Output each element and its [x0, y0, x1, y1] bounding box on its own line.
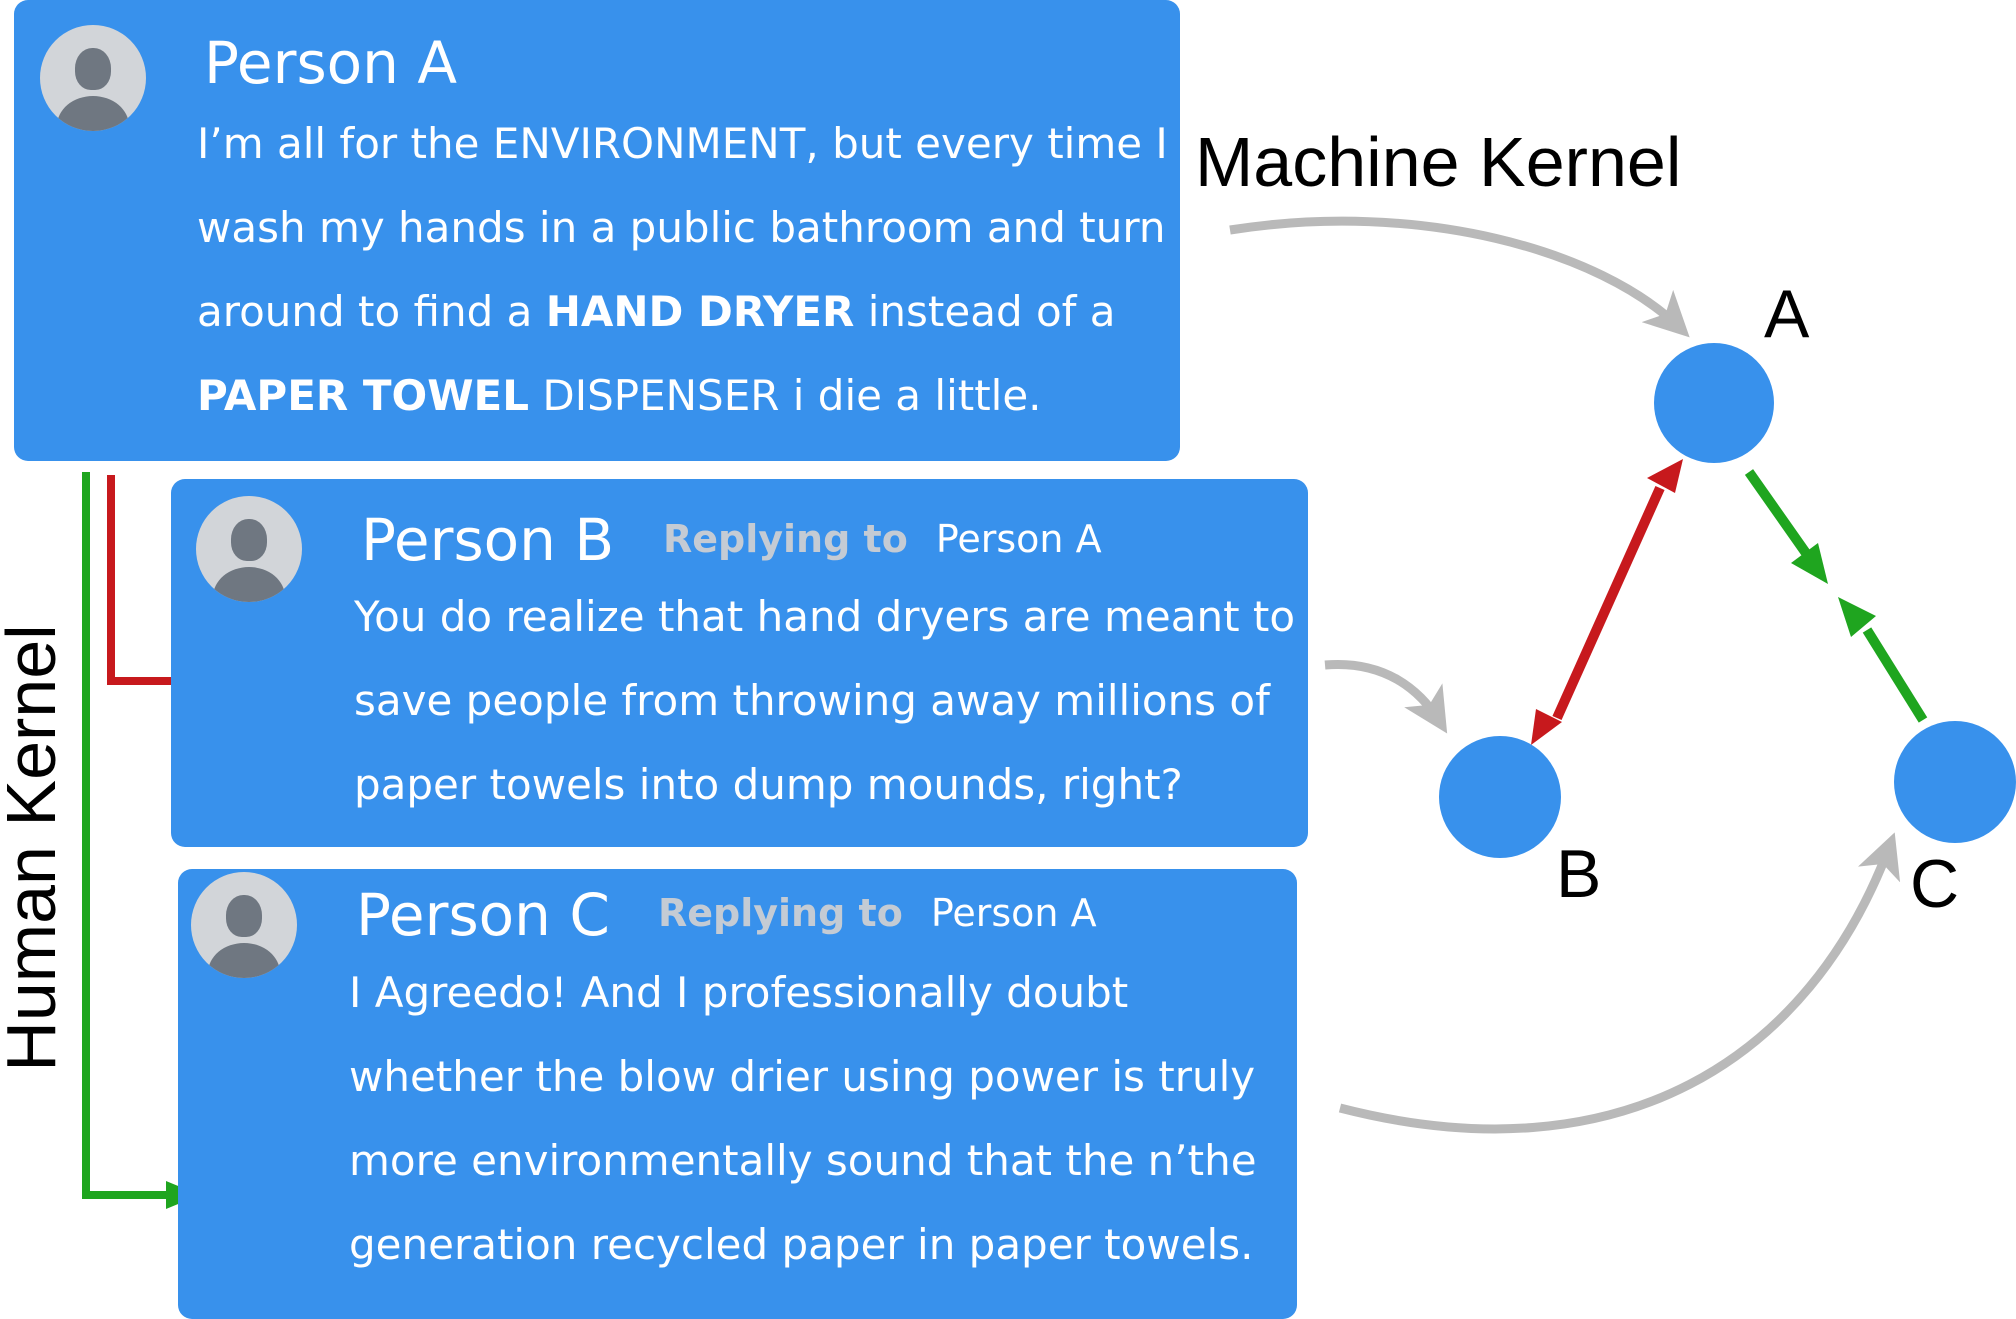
machine-kernel-label: Machine Kernel	[1195, 123, 1682, 201]
post-line: paper towels into dump mounds, right?	[354, 760, 1183, 809]
human-kernel-green-arrow	[82, 472, 175, 1199]
post-line: save people from throwing away millions …	[354, 676, 1270, 725]
machine-kernel-arrow-c	[1338, 832, 1901, 1134]
post-line: I’m all for the ENVIRONMENT, but every t…	[197, 119, 1168, 168]
replying-to-target: Person A	[935, 517, 1102, 561]
replying-to-target: Person A	[930, 891, 1097, 935]
edge-a-c-arrowhead-1	[1791, 543, 1828, 584]
post-author-name: Person C	[356, 881, 610, 949]
post-line: more environmentally sound that the n’th…	[349, 1136, 1257, 1185]
post-line: generation recycled paper in paper towel…	[349, 1220, 1254, 1269]
post-line: whether the blow drier using power is tr…	[349, 1052, 1256, 1101]
post-card-person-a: Person A I’m all for the ENVIRONMENT, bu…	[14, 0, 1180, 461]
node-a-label: A	[1764, 276, 1810, 352]
node-a	[1654, 343, 1774, 463]
edge-a-c-green-2	[1862, 627, 1928, 723]
post-line: PAPER TOWEL DISPENSER i die a little.	[197, 371, 1042, 420]
post-author-name: Person B	[361, 506, 615, 574]
human-kernel-label: Human Kernel	[0, 624, 70, 1072]
post-body: You do realize that hand dryers are mean…	[354, 575, 1295, 827]
human-kernel-red-arrow	[107, 475, 178, 685]
node-c	[1894, 721, 2016, 843]
edge-a-c-arrowhead-2	[1838, 597, 1876, 637]
edge-a-b-red	[1552, 485, 1665, 721]
post-body: I’m all for the ENVIRONMENT, but every t…	[197, 102, 1168, 438]
node-c-label: C	[1910, 846, 1960, 922]
post-body: I Agreedo! And I professionally doubt wh…	[349, 951, 1257, 1287]
user-avatar-icon	[196, 496, 302, 602]
user-avatar-icon	[40, 25, 146, 131]
node-b	[1439, 736, 1561, 858]
user-avatar-icon	[191, 872, 297, 978]
post-line: You do realize that hand dryers are mean…	[354, 592, 1296, 641]
edge-a-b-arrowhead-a	[1647, 459, 1683, 493]
edge-a-c-green-1	[1744, 469, 1813, 559]
machine-kernel-arrow-b	[1324, 659, 1448, 734]
post-line: around to find a HAND DRYER instead of a	[197, 287, 1116, 336]
edge-a-b-arrowhead-b	[1531, 709, 1562, 745]
post-author-name: Person A	[204, 29, 458, 97]
post-line: I Agreedo! And I professionally doubt	[349, 968, 1129, 1017]
post-line: wash my hands in a public bathroom and t…	[197, 203, 1166, 252]
node-b-label: B	[1556, 836, 1602, 912]
machine-kernel-arrow-a	[1229, 216, 1690, 338]
